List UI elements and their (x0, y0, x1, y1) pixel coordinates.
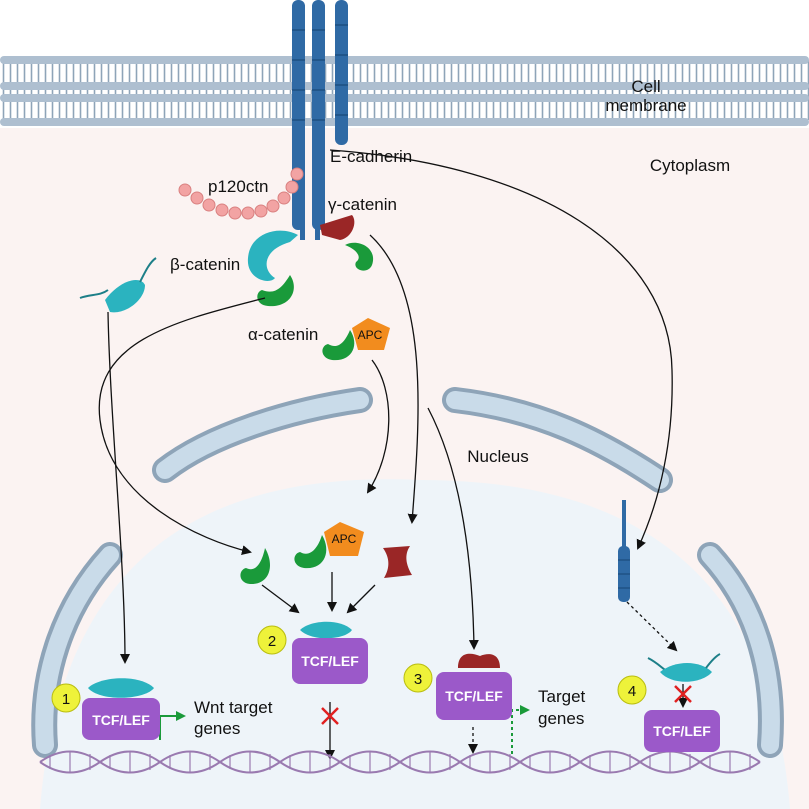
gamma-catenin-nuclear (383, 546, 412, 578)
dna-helix (39, 750, 761, 774)
tcf-lef-box-3: TCF/LEF (436, 672, 512, 720)
step-badge-1: 1 (51, 683, 81, 713)
tcf-lef-box-1: TCF/LEF (82, 698, 160, 740)
alpha-catenin-nuclear-with-apc (294, 535, 327, 569)
wnt-target-genes-line1: Wnt target (194, 698, 273, 717)
step-badge-2: 2 (257, 625, 287, 655)
tcf-lef-label-2: TCF/LEF (301, 653, 359, 669)
gamma-catenin-membrane (320, 215, 355, 240)
beta-catenin-membrane (247, 230, 298, 281)
wnt-target-genes-line2: genes (194, 719, 240, 738)
target-genes-line2: genes (538, 709, 584, 728)
gamma-catenin-on-tcf-step3 (458, 653, 500, 668)
target-genes-line1: Target (538, 687, 586, 706)
step-badge-3: 3 (403, 663, 433, 693)
svg-text:2: 2 (268, 633, 276, 650)
apc-protein-nuclear (324, 522, 364, 556)
svg-text:3: 3 (414, 671, 422, 688)
beta-catenin-free (79, 257, 157, 313)
block-mark-step4 (674, 685, 692, 703)
alpha-catenin-nuclear (240, 548, 270, 585)
pathway-arrows (98, 149, 688, 760)
e-cadherin-label: E-cadherin (330, 147, 412, 166)
p120ctn-label: p120ctn (208, 177, 269, 196)
tcf-lef-label-4: TCF/LEF (653, 723, 711, 739)
alpha-catenin-with-apc (322, 330, 355, 361)
p120ctn-protein (178, 167, 304, 220)
svg-text:1: 1 (62, 691, 70, 708)
apc-label-nuclear: APC (332, 532, 357, 546)
tcf-lef-box-2: TCF/LEF (292, 638, 368, 684)
tcf-lef-box-4: TCF/LEF (644, 710, 720, 752)
alpha-catenin-label: α-catenin (248, 325, 318, 344)
e-cadherin-fragment-nuclear (618, 500, 630, 602)
gamma-catenin-label: γ-catenin (328, 195, 397, 214)
beta-catenin-on-tcf-step2 (300, 621, 352, 639)
cell-membrane (0, 56, 809, 126)
nuclear-envelope (31, 387, 784, 758)
beta-catenin-on-tcf-step1 (88, 678, 154, 698)
cytoplasm-label: Cytoplasm (650, 156, 730, 175)
apc-protein-cytoplasm (352, 318, 390, 350)
tcf-lef-label-1: TCF/LEF (92, 712, 150, 728)
tcf-lef-label-3: TCF/LEF (445, 688, 503, 704)
target-genes-label: Target genes (538, 687, 586, 728)
membrane-label-line2: membrane (605, 96, 686, 115)
e-cadherin-complex (292, 0, 348, 240)
membrane-label: Cell membrane (605, 77, 686, 115)
nucleus-region (40, 479, 790, 809)
membrane-label-line1: Cell (631, 77, 660, 96)
alpha-catenin-membrane (257, 275, 294, 307)
beta-catenin-label: β-catenin (170, 255, 240, 274)
step-badge-4: 4 (617, 675, 647, 705)
beta-catenin-blocked-step4 (647, 653, 721, 682)
wnt-target-genes-label: Wnt target genes (194, 698, 273, 738)
alpha-catenin-free-upper (345, 242, 374, 271)
block-mark-step2 (321, 707, 339, 725)
nucleus-label: Nucleus (467, 447, 528, 466)
apc-label-cytoplasm: APC (358, 328, 383, 342)
svg-text:4: 4 (628, 683, 636, 700)
